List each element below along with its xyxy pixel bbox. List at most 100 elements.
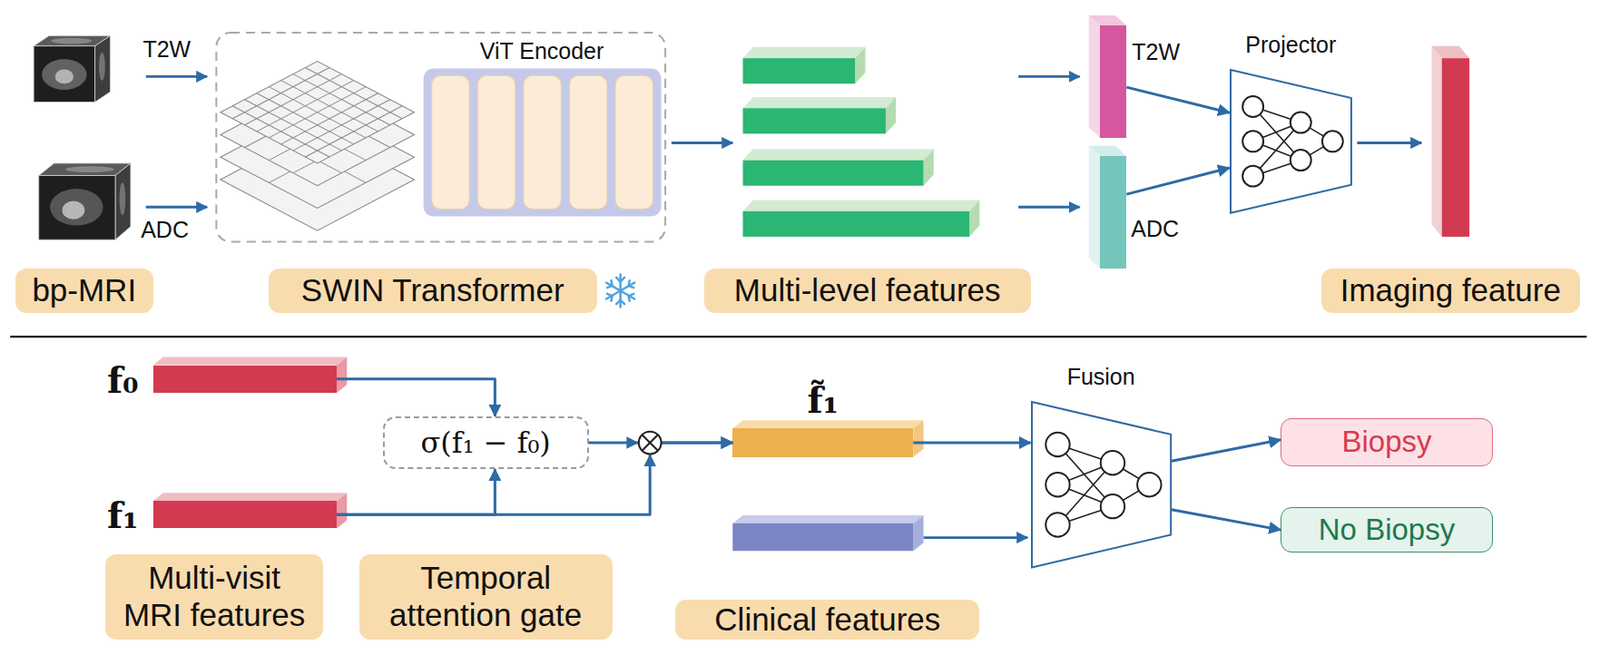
mri-cube [115, 163, 131, 240]
trapezoid-shape [1230, 69, 1352, 214]
network-neuron [1045, 472, 1070, 497]
caption-tag: Multi-level features [704, 268, 1031, 314]
caption-tag: Imaging feature [1321, 268, 1580, 314]
bar-side-face [1089, 146, 1100, 269]
flow-connector [1126, 167, 1230, 195]
caption-tag: bp-MRI [15, 268, 154, 314]
node-label: SWIN Transformer [301, 272, 565, 309]
feature-bar-3d [743, 199, 981, 211]
node-label: T2W [1131, 39, 1180, 66]
bar-side-face [1089, 15, 1470, 269]
feature-bar: f₀ [153, 365, 337, 393]
multiply-symbol [626, 436, 639, 449]
flow-arrow [923, 536, 1029, 540]
swin-layers [220, 61, 415, 232]
vit-blocks [431, 75, 471, 209]
flow-connector [912, 441, 1031, 445]
mri-cube [49, 188, 103, 226]
mri-cube [95, 35, 111, 102]
flow-arrow [146, 75, 207, 79]
bar-side-face [153, 492, 348, 501]
caption-tag: Multi-visit MRI features [105, 554, 324, 640]
network-neuron [1322, 131, 1344, 153]
gate-box: σ(f₁ − f₀) [382, 416, 589, 470]
node-label: bp-MRI [31, 272, 137, 309]
trapezoid-shape [1031, 402, 1171, 568]
input-label: ADC [140, 216, 189, 244]
swin-grid-line [293, 99, 391, 151]
bar-side-face [732, 420, 923, 429]
trapezoid-outline [1030, 401, 1172, 569]
node-label: Imaging feature [1340, 272, 1561, 309]
bar-side-face [732, 523, 913, 551]
output-box: Biopsy [1280, 418, 1493, 467]
swin-grid-line [268, 87, 366, 138]
network-neuron [1290, 150, 1312, 172]
feature-bar-3d [923, 148, 934, 186]
bar-side-face [153, 357, 924, 552]
feature-bar-3d [969, 199, 980, 236]
network-neuron [1137, 472, 1161, 497]
bar-side-face [336, 492, 347, 529]
flow-connector [336, 442, 733, 515]
flow-connector [1126, 87, 1230, 113]
flow-connector [1171, 510, 1281, 531]
mri-cube [39, 175, 116, 240]
output-box: No Biopsy [1280, 507, 1493, 554]
caption-tag: Temporal attention gate [359, 554, 613, 640]
bar-side-face [1089, 15, 1100, 138]
feature-bar-3d [885, 97, 896, 134]
caption-tag: SWIN Transformer [268, 268, 598, 314]
feature-bar-3d [743, 211, 971, 237]
mri-cube [41, 58, 87, 90]
feature-bar: f̃₁ [732, 428, 913, 457]
fusion-trapezoid: Fusion [1030, 401, 1172, 569]
swin-grid-line [304, 68, 403, 119]
flow-connector [336, 379, 495, 417]
multiply-symbol [626, 431, 661, 467]
node-label: No Biopsy [1318, 512, 1455, 548]
swin-grid-line [268, 87, 366, 138]
network-neuron [1290, 112, 1312, 134]
modality-bar: T2W [1099, 25, 1127, 138]
node-label: Temporal attention gate [380, 559, 591, 634]
bar-side-face [1431, 46, 1442, 237]
mri-cube [50, 38, 92, 45]
node-label: Multi-visit MRI features [119, 559, 309, 634]
flow-connector [336, 469, 495, 515]
feature-bar-3d [743, 160, 924, 187]
flow-arrow [1018, 206, 1080, 209]
bar-side-face [153, 357, 348, 366]
bar-side-face [1442, 58, 1470, 237]
network-neuron [1099, 451, 1124, 475]
mri-cube [62, 201, 86, 220]
mri-cube [33, 46, 95, 103]
multiply-symbol [641, 434, 658, 452]
vit-blocks [615, 75, 654, 209]
flow-connector [1171, 440, 1281, 462]
encoder-block: ViT Encoder [421, 36, 662, 218]
multiply-symbol [641, 434, 658, 452]
flow-arrow [1356, 141, 1422, 145]
mri-cube [39, 163, 131, 240]
bar-side-face [912, 420, 923, 457]
encoder-frame [215, 32, 666, 242]
feature-bar-3d [743, 97, 897, 108]
swin-grid-line [304, 106, 403, 158]
feature-bar-3d [743, 148, 934, 160]
projector-trapezoid: Projector [1229, 68, 1353, 215]
network-neuron [1045, 512, 1070, 537]
snowflake-icon [607, 277, 634, 305]
vit-blocks [523, 75, 562, 209]
node-label: σ(f₁ − f₀) [421, 425, 551, 461]
flow-arrow [1018, 75, 1080, 79]
mri-cube [119, 182, 127, 216]
flow-arrow [671, 141, 733, 145]
network-neuron [1242, 131, 1264, 153]
flow-arrow [146, 206, 207, 209]
bar-side-face [336, 357, 347, 393]
node-label: Projector [1193, 31, 1389, 59]
swin-grid-line [281, 93, 379, 145]
